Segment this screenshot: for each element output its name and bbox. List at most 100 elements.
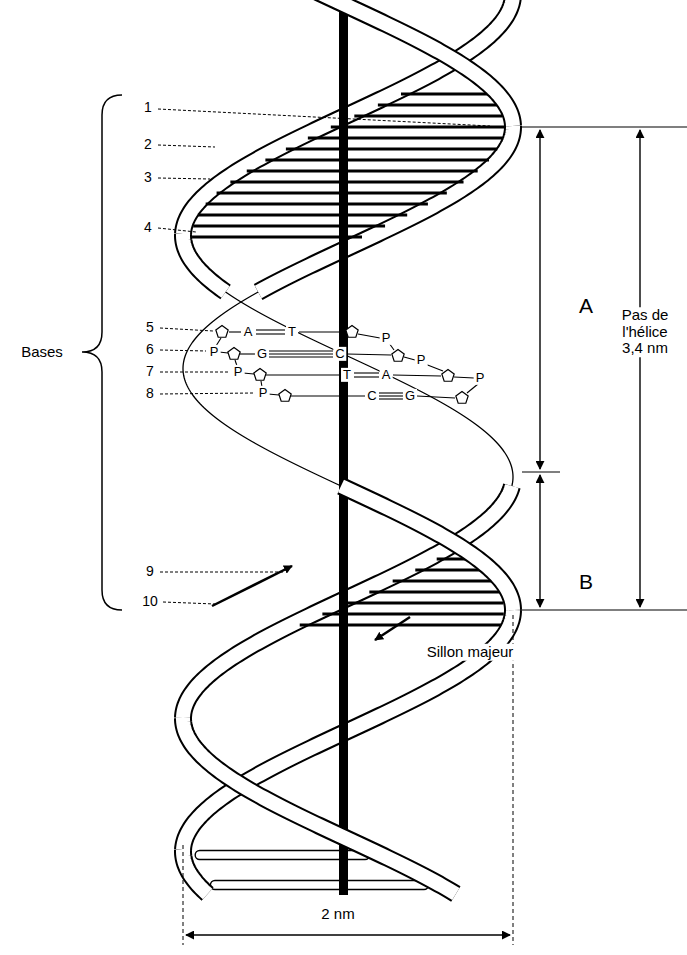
dimension-arrow <box>539 130 540 469</box>
leader-line <box>160 350 206 351</box>
base-rung <box>369 591 499 594</box>
bond-line <box>268 394 279 395</box>
bond-line <box>269 356 333 357</box>
base-rung <box>286 148 497 151</box>
callout-number: 1 <box>142 100 154 115</box>
sugar-pentagon <box>279 390 291 402</box>
dimension-label: B <box>577 570 595 593</box>
base-rung <box>393 580 493 583</box>
leader-line <box>160 393 254 394</box>
sugar-pentagon <box>392 350 404 362</box>
bond-line <box>417 396 455 398</box>
base-rung <box>193 225 385 228</box>
double-helix <box>183 0 513 895</box>
leader-line <box>158 178 210 179</box>
strand-ribbon-edge <box>183 718 456 894</box>
bond-line <box>379 395 403 396</box>
base-rung <box>206 203 428 206</box>
bond-line <box>393 375 441 376</box>
base-rung <box>331 126 504 129</box>
base-pair-schematic <box>216 326 478 404</box>
base-rung <box>192 236 362 239</box>
annotation-lines <box>82 95 687 945</box>
bond-line <box>266 374 340 375</box>
sugar-pentagon <box>346 326 358 338</box>
back-strands <box>183 0 513 850</box>
strand-line <box>226 292 513 476</box>
base-rung <box>346 602 504 605</box>
phosphate-letter: P <box>257 386 270 400</box>
strand-ribbon <box>183 718 456 894</box>
base-rung <box>217 192 447 195</box>
callout-number: 9 <box>144 564 156 579</box>
bond-line <box>454 377 474 378</box>
base-rung <box>265 159 489 162</box>
strand-ribbon-edge <box>258 126 513 292</box>
callout-number: 10 <box>140 594 160 609</box>
dimension-arrow <box>539 475 540 607</box>
strand-ribbon <box>183 234 226 292</box>
strand-ribbon <box>313 0 513 126</box>
bond-line <box>269 353 333 354</box>
bond-line <box>291 395 365 396</box>
base-rung <box>198 214 407 217</box>
bond-line <box>229 331 241 332</box>
strand-line <box>183 368 341 486</box>
bond-line <box>404 357 415 360</box>
phosphate-letter: P <box>232 365 245 379</box>
base-rung <box>322 613 503 616</box>
dimension-tick <box>522 471 560 472</box>
leader-line <box>158 228 196 232</box>
phosphate-letter: P <box>380 331 393 345</box>
bond-line <box>299 331 345 332</box>
strand-ribbon <box>183 850 208 894</box>
callout-number: 4 <box>142 220 154 235</box>
dimension-guide <box>513 615 514 945</box>
leader-line <box>160 328 213 331</box>
phosphate-letter: P <box>208 345 221 359</box>
base-letter: C <box>365 389 378 403</box>
dimension-label: A <box>577 294 595 317</box>
base-rung <box>354 115 502 118</box>
base-rung <box>247 170 478 173</box>
bond-line <box>269 350 333 351</box>
groove-arrow <box>212 566 292 606</box>
leader-line <box>163 602 215 604</box>
bond-line <box>358 334 380 338</box>
leader-line <box>160 572 285 573</box>
groove-label: Sillon majeur <box>425 644 516 661</box>
strand-ribbon-edge <box>183 234 226 292</box>
dimension-arrow <box>639 130 640 607</box>
dimension-arrow <box>186 934 510 935</box>
bond-line <box>467 384 478 393</box>
base-letter: A <box>380 368 393 382</box>
bond-line <box>219 352 228 353</box>
bond-line <box>379 392 403 393</box>
bond-line <box>425 364 443 371</box>
helix-axis <box>339 10 348 895</box>
callout-number: 6 <box>144 342 156 357</box>
dimension-label: 2 nm <box>319 906 356 923</box>
phosphate-letter: P <box>474 371 487 385</box>
bond-line <box>379 398 403 399</box>
strand-ribbon-edge <box>313 0 513 126</box>
groove-arrow <box>375 617 410 640</box>
base-rung <box>415 569 482 572</box>
phosphate-letter: P <box>415 353 428 367</box>
bond-line <box>256 333 285 334</box>
strand-line <box>512 476 513 486</box>
strand-ribbon-edge <box>341 486 513 610</box>
base-letter: T <box>286 325 298 339</box>
callout-number: 5 <box>144 320 156 335</box>
strand-ribbon <box>341 486 513 610</box>
bond-line <box>256 329 285 330</box>
leader-line <box>158 145 215 147</box>
sugar-pentagon <box>442 370 454 382</box>
bond-line <box>243 373 254 374</box>
bond-line <box>354 376 379 377</box>
callout-number: 2 <box>142 137 154 152</box>
base-rung <box>210 881 428 890</box>
group-label: Bases <box>19 344 65 361</box>
helix-axis-rod <box>339 10 348 895</box>
